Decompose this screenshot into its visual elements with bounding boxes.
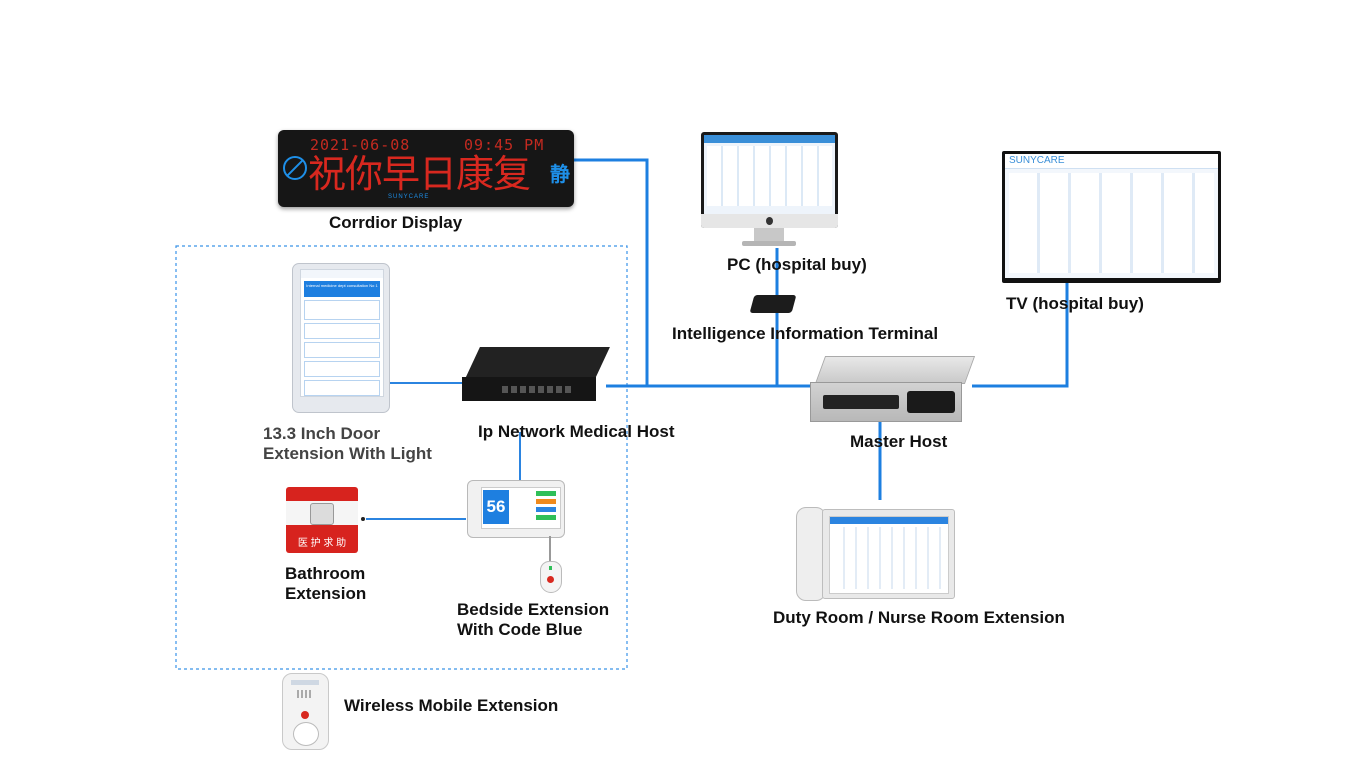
tv: SUNYCARE	[1002, 151, 1221, 283]
corridor-display: 2021-06-08 09:45 PM 祝你早日康复 静 SUNYCARE	[278, 130, 574, 207]
display-brand: SUNYCARE	[388, 194, 430, 200]
wireless-label: Wireless Mobile Extension	[344, 696, 559, 715]
local-group-boundary	[175, 245, 628, 670]
master-host-label: Master Host	[850, 432, 948, 451]
bathroom-dot	[361, 517, 365, 521]
apple-logo-icon	[766, 217, 773, 225]
tv-brand: SUNYCARE	[1009, 155, 1065, 166]
line-master-tv	[972, 283, 1069, 388]
pc-base	[742, 241, 796, 246]
corridor-display-label: Corrdior Display	[329, 213, 463, 232]
pc-label: PC (hospital buy)	[727, 255, 867, 274]
display-message: 祝你早日康复	[308, 152, 531, 196]
tv-label: TV (hospital buy)	[1006, 294, 1144, 313]
door-screen-header: Internal medicine dept consultation No 1	[304, 281, 380, 297]
wireless-mobile-extension	[282, 673, 329, 750]
pc-stand	[754, 228, 784, 242]
bathroom-panel-text: 医 护 求 助	[297, 538, 347, 549]
door-extension-label-1: 13.3 Inch Door	[263, 424, 381, 443]
code-blue-cord	[549, 536, 551, 562]
bedside-bed-number: 56	[483, 490, 509, 524]
door-extension: Internal medicine dept consultation No 1	[292, 263, 390, 413]
bathroom-label-2: Extension	[285, 584, 367, 603]
line-corridor-display	[574, 158, 649, 386]
duty-room-label: Duty Room / Nurse Room Extension	[773, 608, 1065, 627]
information-terminal	[749, 295, 797, 313]
display-time: 09:45 PM	[464, 136, 545, 154]
bedside-label-1: Bedside Extension	[457, 600, 610, 619]
ip-host-label: Ip Network Medical Host	[478, 422, 675, 441]
bathroom-extension: 医 护 求 助	[286, 487, 358, 553]
display-quiet-sign: 静	[550, 164, 570, 186]
master-host	[810, 356, 976, 422]
display-date: 2021-06-08	[310, 136, 411, 154]
bedside-extension: 56	[467, 480, 565, 538]
bedside-label-2: With Code Blue	[457, 620, 583, 639]
no-smoking-icon	[283, 156, 307, 180]
pc-monitor	[701, 132, 838, 228]
code-blue-button	[540, 561, 562, 593]
door-extension-label-2: Extension With Light	[263, 444, 432, 463]
bathroom-label-1: Bathroom	[285, 564, 366, 583]
duty-room-extension	[796, 507, 955, 601]
terminal-label: Intelligence Information Terminal	[672, 324, 939, 343]
ip-network-host	[462, 345, 610, 403]
